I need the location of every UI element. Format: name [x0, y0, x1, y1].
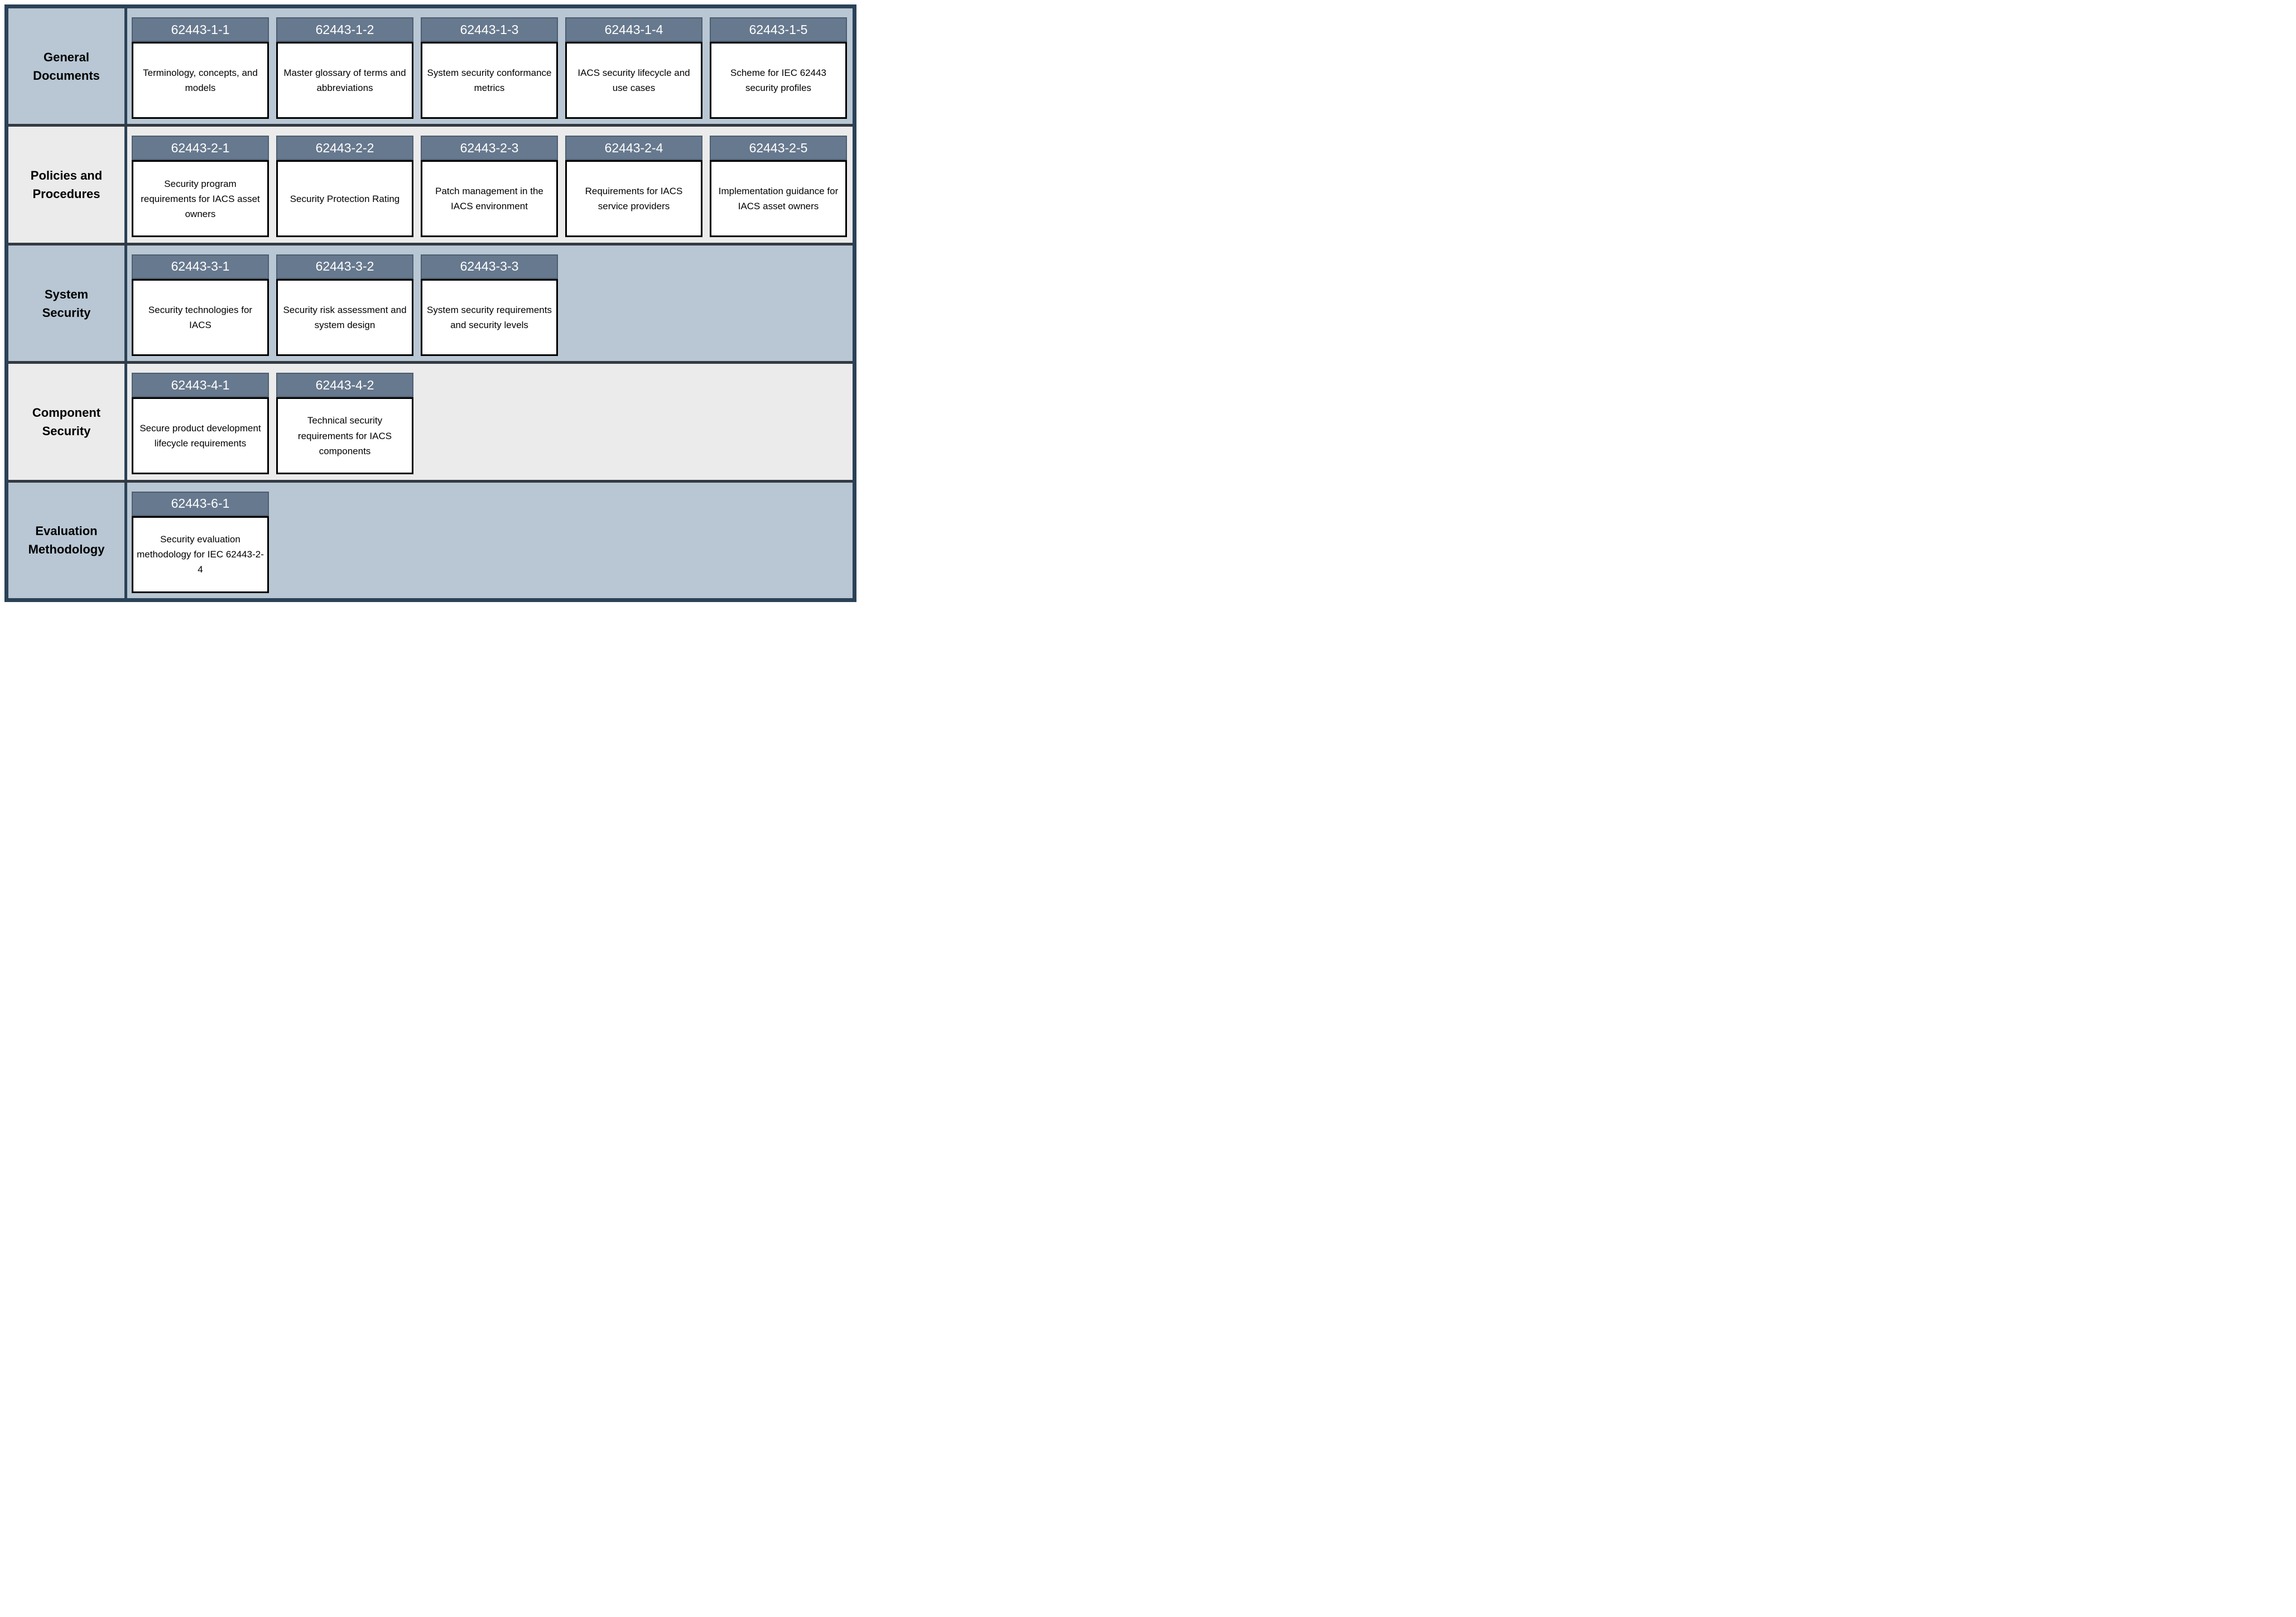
standard-card: 62443-3-2 Security risk assessment and s… — [276, 254, 413, 356]
category-row-policies-and-procedures: Policies and Procedures 62443-2-1 Securi… — [8, 124, 853, 243]
standard-card: 62443-2-2 Security Protection Rating — [276, 136, 413, 238]
category-row-evaluation-methodology: Evaluation Methodology 62443-6-1 Securit… — [8, 479, 853, 599]
standard-card-title: Master glossary of terms and abbreviatio… — [276, 42, 413, 119]
category-cards-system-security: 62443-3-1 Security technologies for IACS… — [127, 246, 853, 361]
category-cards-component-security: 62443-4-1 Secure product development lif… — [127, 364, 853, 479]
standard-card-title: Technical security requirements for IACS… — [276, 397, 413, 475]
iec-62443-series-table: General Documents 62443-1-1 Terminology,… — [4, 4, 856, 602]
standard-card-id: 62443-1-2 — [276, 17, 413, 42]
standard-card-id: 62443-4-1 — [132, 373, 269, 398]
category-row-component-security: Component Security 62443-4-1 Secure prod… — [8, 361, 853, 480]
standard-card-title: Requirements for IACS service providers — [565, 160, 702, 238]
category-row-system-security: System Security 62443-3-1 Security techn… — [8, 242, 853, 362]
category-label-line: Security — [42, 424, 91, 438]
category-label-line: Procedures — [32, 187, 100, 201]
category-label-general-documents: General Documents — [8, 8, 127, 124]
standard-card-title: System security conformance metrics — [421, 42, 558, 119]
standard-card-id: 62443-4-2 — [276, 373, 413, 398]
standard-card: 62443-4-1 Secure product development lif… — [132, 373, 269, 475]
standard-card: 62443-2-5 Implementation guidance for IA… — [710, 136, 847, 238]
standard-card-id: 62443-2-5 — [710, 136, 847, 161]
standard-card-id: 62443-6-1 — [132, 491, 269, 516]
category-label-component-security: Component Security — [8, 364, 127, 480]
category-cards-evaluation-methodology: 62443-6-1 Security evaluation methodolog… — [127, 483, 853, 598]
standard-card-title: Security technologies for IACS — [132, 278, 269, 356]
standard-card-title: Security program requirements for IACS a… — [132, 160, 269, 238]
category-label-text: Component Security — [32, 403, 100, 440]
category-label-line: Documents — [33, 68, 100, 83]
standard-card: 62443-1-3 System security conformance me… — [421, 17, 558, 119]
standard-card: 62443-4-2 Technical security requirement… — [276, 373, 413, 475]
standard-card-id: 62443-1-4 — [565, 17, 702, 42]
standard-card: 62443-3-3 System security requirements a… — [421, 254, 558, 356]
category-label-line: Component — [32, 405, 101, 420]
standard-card: 62443-1-4 IACS security lifecycle and us… — [565, 17, 702, 119]
standard-card-title: Security risk assessment and system desi… — [276, 278, 413, 356]
standard-card-id: 62443-2-1 — [132, 136, 269, 161]
standard-card: 62443-2-4 Requirements for IACS service … — [565, 136, 702, 238]
category-row-general-documents: General Documents 62443-1-1 Terminology,… — [8, 8, 853, 124]
category-label-line: Methodology — [28, 542, 105, 557]
standard-card-id: 62443-1-3 — [421, 17, 558, 42]
category-cards-policies-and-procedures: 62443-2-1 Security program requirements … — [127, 127, 853, 242]
category-label-text: System Security — [42, 285, 91, 322]
category-label-line: System — [44, 287, 89, 301]
standard-card-title: Secure product development lifecycle req… — [132, 397, 269, 475]
category-label-text: Policies and Procedures — [31, 166, 102, 203]
standard-card-id: 62443-3-3 — [421, 254, 558, 279]
standard-card-id: 62443-3-2 — [276, 254, 413, 279]
standard-card-id: 62443-2-4 — [565, 136, 702, 161]
category-label-policies-and-procedures: Policies and Procedures — [8, 127, 127, 243]
category-label-line: Security — [42, 305, 91, 320]
standard-card: 62443-1-2 Master glossary of terms and a… — [276, 17, 413, 119]
standard-card-id: 62443-3-1 — [132, 254, 269, 279]
category-label-system-security: System Security — [8, 245, 127, 362]
standard-card-title: IACS security lifecycle and use cases — [565, 42, 702, 119]
standard-card-id: 62443-2-3 — [421, 136, 558, 161]
standard-card-title: Security evaluation methodology for IEC … — [132, 516, 269, 593]
standard-card-id: 62443-1-5 — [710, 17, 847, 42]
standard-card: 62443-6-1 Security evaluation methodolog… — [132, 491, 269, 593]
category-label-line: Policies and — [30, 169, 103, 183]
standard-card-id: 62443-1-1 — [132, 17, 269, 42]
standard-card-title: Scheme for IEC 62443 security profiles — [710, 42, 847, 119]
standard-card-title: Implementation guidance for IACS asset o… — [710, 160, 847, 238]
standard-card: 62443-2-3 Patch management in the IACS e… — [421, 136, 558, 238]
standard-card-title: Security Protection Rating — [276, 160, 413, 238]
standard-card: 62443-3-1 Security technologies for IACS — [132, 254, 269, 356]
category-label-line: General — [44, 50, 89, 64]
category-label-text: Evaluation Methodology — [28, 522, 105, 559]
category-label-evaluation-methodology: Evaluation Methodology — [8, 482, 127, 599]
standard-card: 62443-2-1 Security program requirements … — [132, 136, 269, 238]
standard-card-id: 62443-2-2 — [276, 136, 413, 161]
standard-card-title: Terminology, concepts, and models — [132, 42, 269, 119]
standard-card: 62443-1-5 Scheme for IEC 62443 security … — [710, 17, 847, 119]
standard-card: 62443-1-1 Terminology, concepts, and mod… — [132, 17, 269, 119]
category-label-line: Evaluation — [35, 524, 98, 538]
category-label-text: General Documents — [33, 48, 100, 85]
standard-card-title: Patch management in the IACS environment — [421, 160, 558, 238]
category-cards-general-documents: 62443-1-1 Terminology, concepts, and mod… — [127, 8, 853, 124]
standard-card-title: System security requirements and securit… — [421, 278, 558, 356]
